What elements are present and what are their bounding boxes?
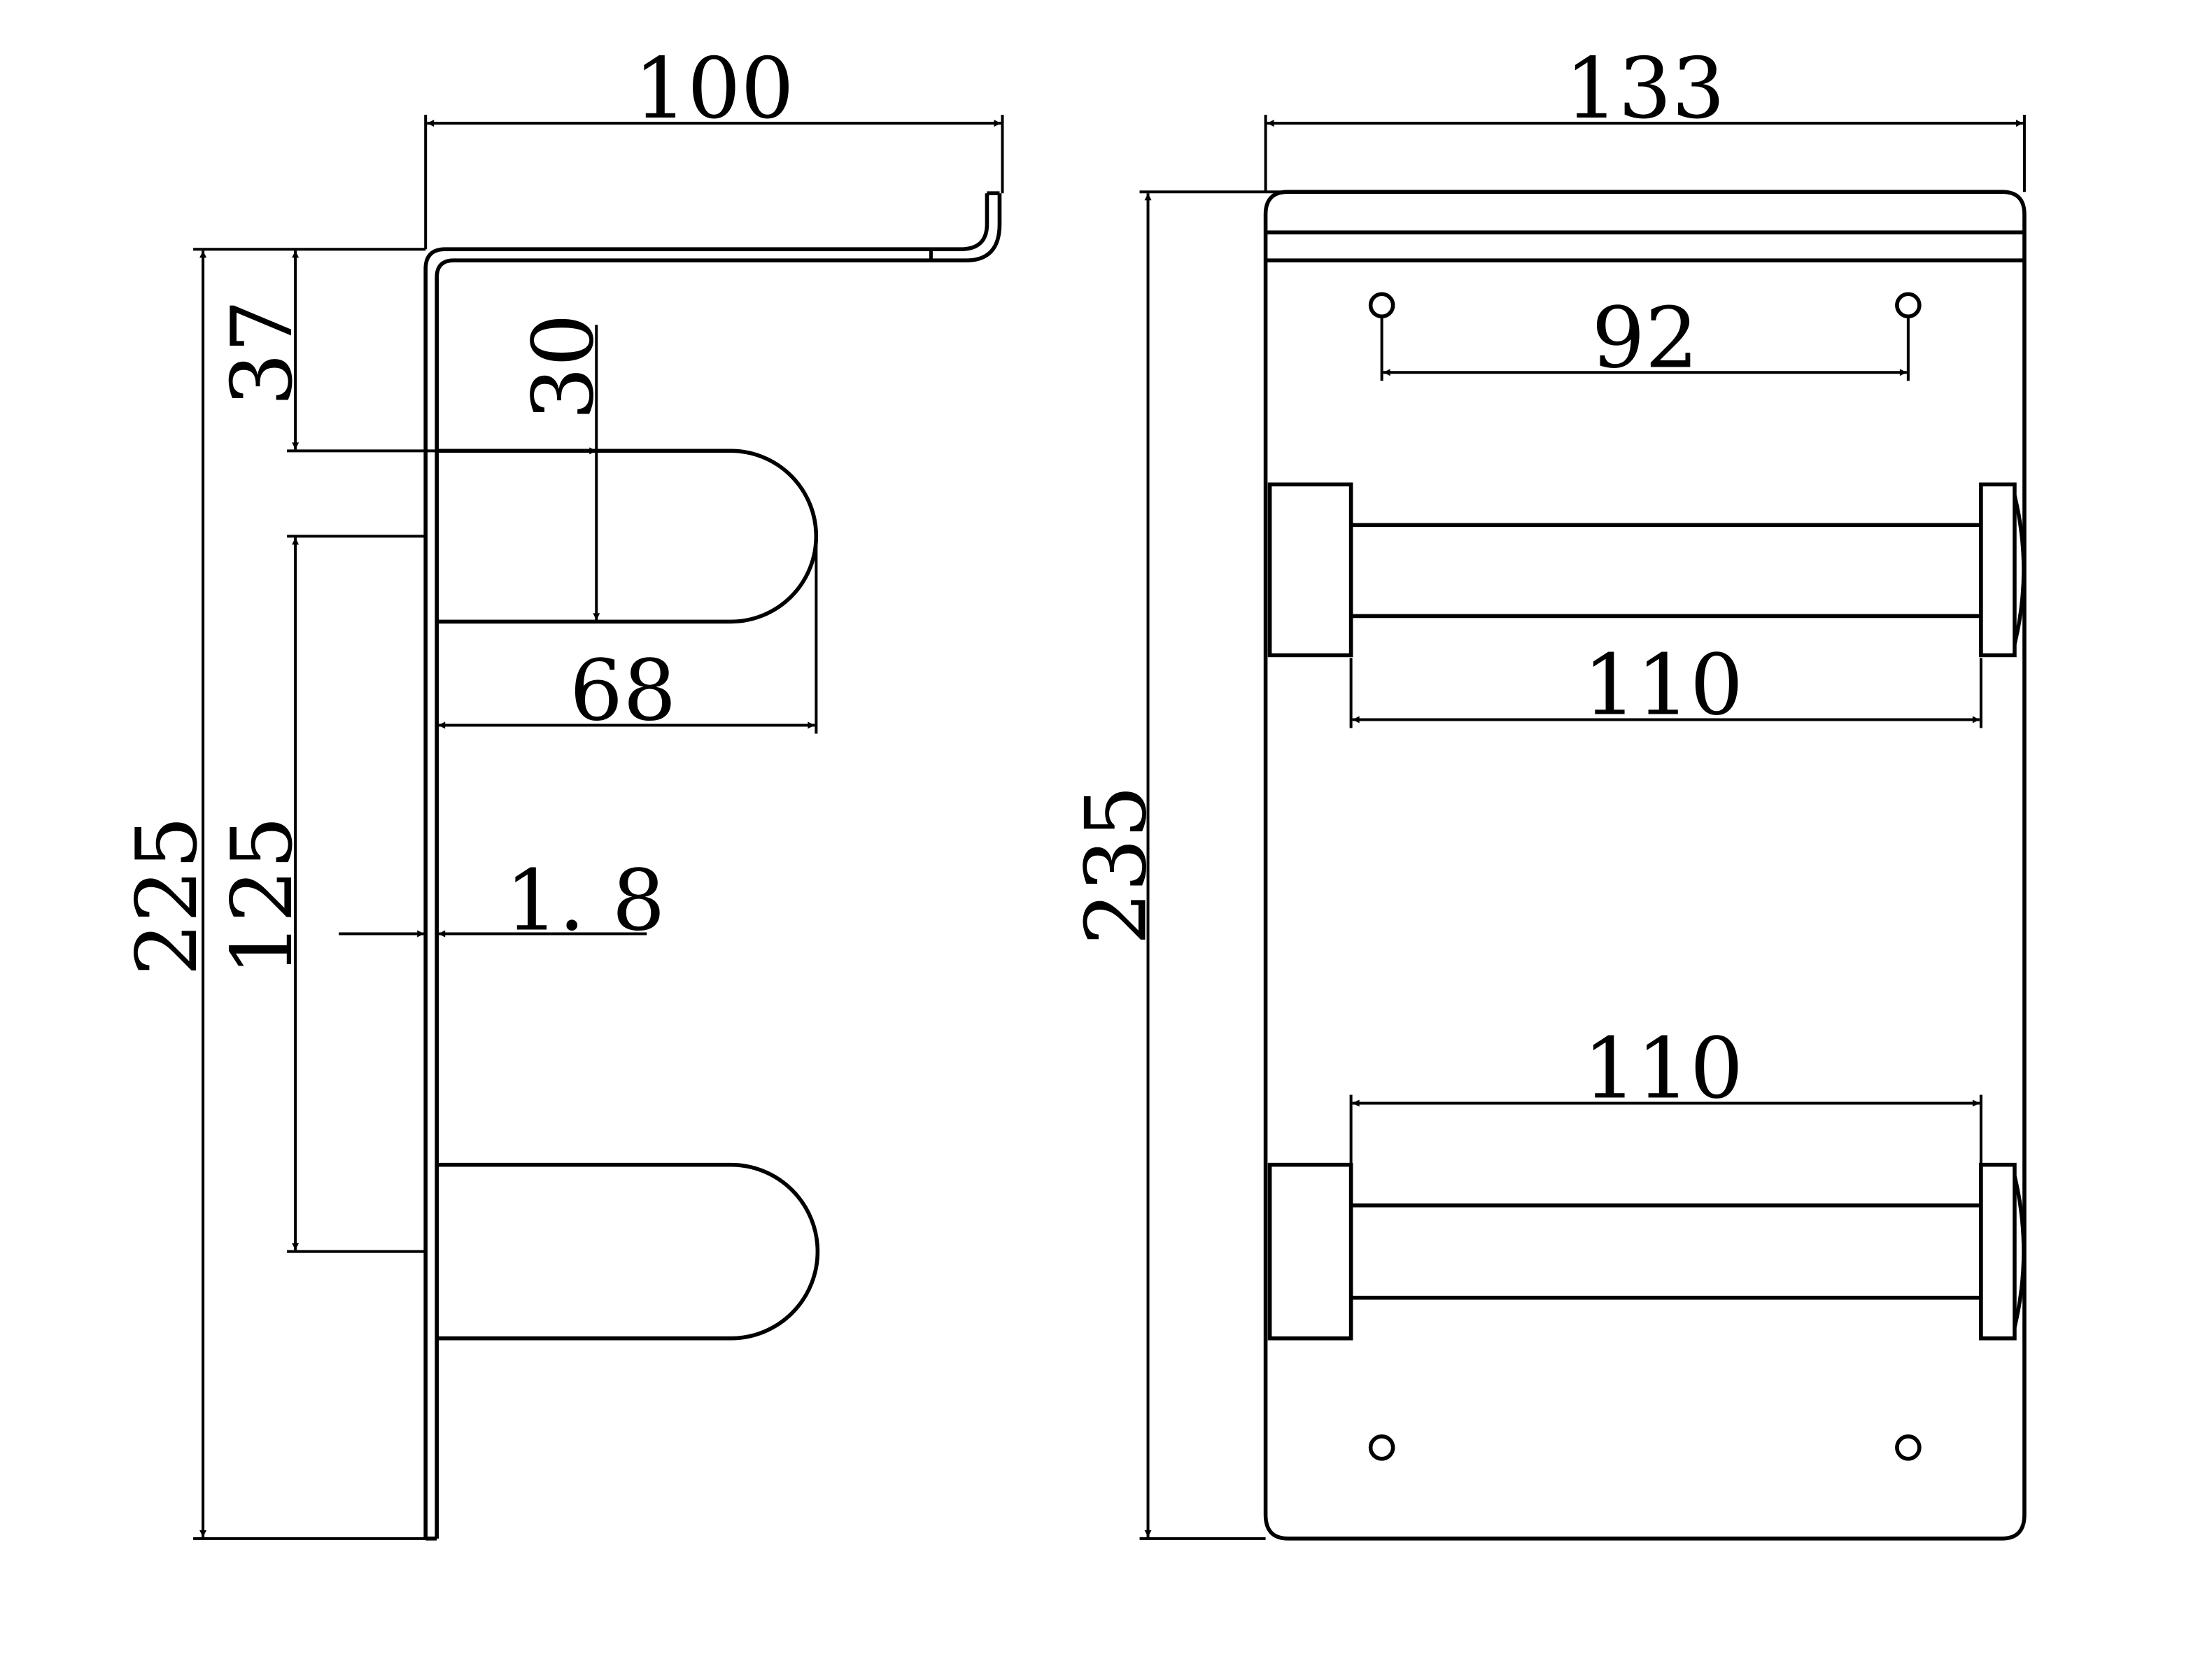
dim-plate-thickness-label: 1. 8 [505,853,665,950]
dim-lower-bar-length: 110 [1349,1021,1982,1165]
dim-bar-projection: 68 [438,536,818,740]
upper-holder-end-cap [1979,482,2017,658]
upper-holder-base [1267,482,1353,658]
dim-front-height: 235 [1069,190,1288,1540]
dim-top-to-bar-label: 37 [214,299,311,407]
dim-front-width-label: 133 [1565,41,1725,138]
dim-plate-thickness: 1. 8 [339,853,665,950]
side-view: 100 225 37 30 68 [119,41,1004,1541]
front-plate-outline [1263,190,2027,1541]
side-plate-inner [435,193,1002,1539]
dim-upper-bar-length-label: 110 [1583,637,1743,734]
lower-holder-end-cap [1979,1162,2017,1341]
front-view: 133 235 92 110 110 [1069,41,2027,1541]
mounting-hole-bottom-left [1368,1434,1395,1461]
upper-roll-holder [1267,482,2026,658]
dim-top-to-bar: 37 [214,250,437,453]
mounting-hole-top-right [1895,292,1922,319]
dim-side-height-label: 225 [119,816,216,976]
mounting-hole-top-left [1368,292,1395,319]
dim-side-width: 100 [424,41,1004,250]
dim-bar-projection-label: 68 [570,642,677,740]
dim-bar-spacing: 125 [214,535,426,1253]
side-plate-outer [423,193,989,1539]
dim-lower-bar-length-label: 110 [1583,1021,1743,1118]
dim-side-height: 225 [119,248,426,1540]
dim-hole-spacing: 92 [1380,290,1910,387]
dim-upper-bar-length: 110 [1349,637,1982,734]
lower-bar-profile [437,1162,820,1341]
upper-bar-profile [437,449,819,624]
lower-holder-end-curve [2013,1175,2026,1328]
dim-hole-spacing-label: 92 [1591,290,1698,387]
dim-bar-height-label: 30 [515,313,612,421]
dim-side-width-label: 100 [634,41,794,138]
dim-bar-spacing-label: 125 [214,816,311,976]
lower-holder-base [1267,1162,1353,1341]
dim-bar-height: 30 [515,313,612,621]
dim-front-height-label: 235 [1069,785,1166,945]
upper-holder-end-curve [2013,495,2026,645]
dim-front-width: 133 [1264,41,2026,192]
mounting-hole-bottom-right [1895,1434,1922,1461]
lower-roll-holder [1267,1162,2026,1341]
